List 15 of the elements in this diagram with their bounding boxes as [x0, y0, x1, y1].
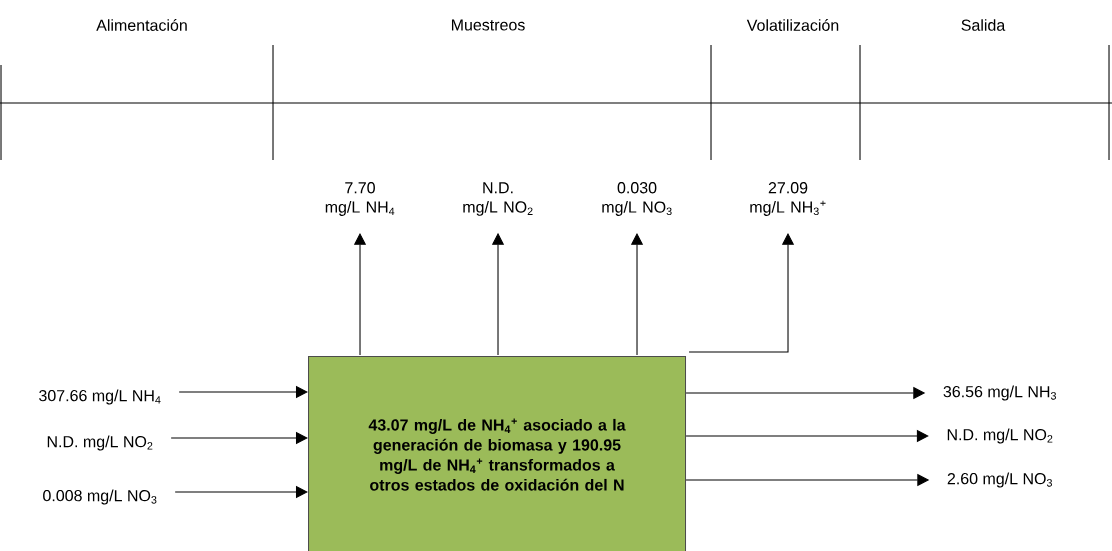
output-label: N.D. mg/L NO$_{2}$ [463, 182, 533, 216]
process-box: 43.07 mg/L de NH$_{4}$$^{+}$ asociado a la generación de biomasa y 190.95 mg/L de NH$_{4}$$^{+}$ transformados a otros estados de oxidación del N [307, 356, 687, 551]
input-label: 0.008 mg/L NO$_{3}$ [43, 489, 157, 505]
output-label: 7.70 mg/L NH$_{4}$ [325, 182, 395, 216]
stage-label: Muestreos [452, 19, 525, 31]
output-label: 2.60 mg/L NO$_{3}$ [947, 472, 1052, 488]
stage-label: Alimentación [96, 19, 187, 31]
output-label: 27.09 mg/L NH$_{3}$+ [750, 182, 826, 216]
input-label: 307.66 mg/L NH$_{4}$ [39, 389, 161, 405]
stage-label: Volatilización [746, 19, 839, 31]
output-label: 0.030 mg/L NO$_{3}$ [602, 182, 672, 216]
stage-label: Salida [961, 19, 1006, 31]
output-label: 36.56 mg/L NH$_{3}$ [943, 385, 1056, 401]
output-label: N.D. mg/L NO$_{2}$ [947, 428, 1053, 444]
input-label: N.D. mg/L NO$_{2}$ [47, 435, 153, 451]
